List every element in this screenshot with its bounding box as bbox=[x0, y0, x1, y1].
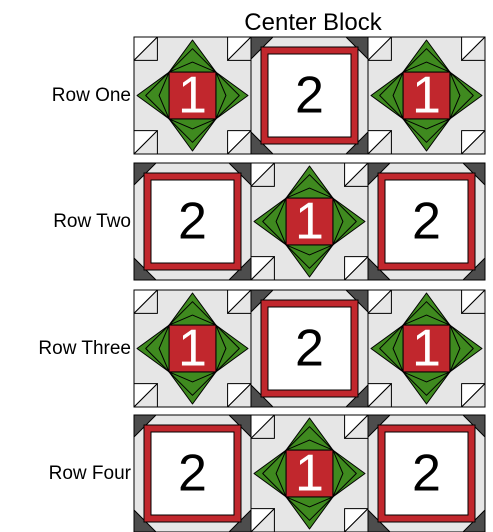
quilt-row: Row One 1 2 1 bbox=[52, 37, 485, 154]
block-number: 1 bbox=[412, 320, 441, 378]
row-label: Row Three bbox=[38, 338, 131, 359]
star-block: 1 bbox=[134, 37, 251, 154]
block-number: 2 bbox=[295, 320, 324, 378]
quilt-row: Row Three 1 2 1 bbox=[38, 290, 485, 407]
diagram-title: Center Block bbox=[244, 9, 382, 36]
star-block: 1 bbox=[368, 290, 485, 407]
quilt-row: Row Four 2 1 2 bbox=[49, 415, 485, 532]
frame-block: 2 bbox=[134, 163, 251, 280]
block-number: 1 bbox=[412, 67, 441, 125]
block-number: 1 bbox=[295, 193, 324, 251]
frame-block: 2 bbox=[251, 290, 368, 407]
block-number: 2 bbox=[178, 193, 207, 251]
frame-block: 2 bbox=[134, 415, 251, 532]
block-number: 1 bbox=[178, 320, 207, 378]
row-label: Row Four bbox=[49, 463, 132, 484]
block-number: 1 bbox=[295, 445, 324, 503]
star-block: 1 bbox=[368, 37, 485, 154]
frame-block: 2 bbox=[251, 37, 368, 154]
frame-block: 2 bbox=[368, 163, 485, 280]
star-block: 1 bbox=[251, 163, 368, 280]
block-number: 2 bbox=[412, 193, 441, 251]
block-number: 2 bbox=[295, 67, 324, 125]
star-block: 1 bbox=[251, 415, 368, 532]
block-number: 1 bbox=[178, 67, 207, 125]
block-number: 2 bbox=[178, 445, 207, 503]
row-label: Row One bbox=[52, 85, 131, 106]
block-number: 2 bbox=[412, 445, 441, 503]
frame-block: 2 bbox=[368, 415, 485, 532]
quilt-row: Row Two 2 1 2 bbox=[53, 163, 485, 280]
star-block: 1 bbox=[134, 290, 251, 407]
row-label: Row Two bbox=[53, 211, 131, 232]
